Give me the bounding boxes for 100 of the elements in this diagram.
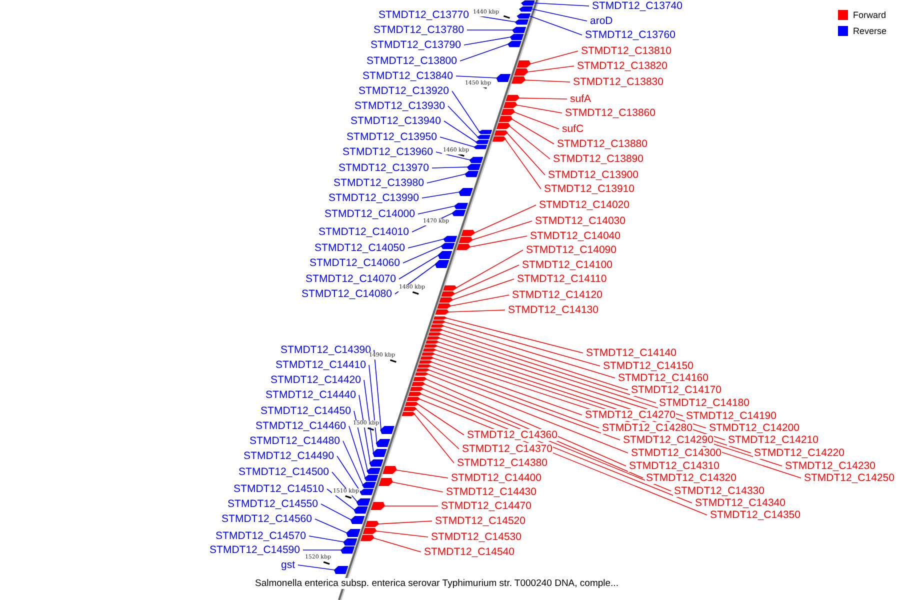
- leader-line: [374, 350, 382, 430]
- gene-block: [356, 498, 371, 506]
- gene-block: [422, 352, 436, 356]
- gene-block: [380, 426, 394, 434]
- leader-line: [442, 330, 628, 390]
- gene-block: [469, 156, 484, 164]
- gene-label: sufC: [561, 123, 585, 135]
- gene-block: [402, 412, 416, 416]
- gene-block: [418, 364, 432, 368]
- gene-block: [430, 328, 444, 332]
- leader-line: [402, 246, 442, 264]
- gene-block: [362, 482, 376, 488]
- gene-label: sufA: [569, 93, 592, 105]
- leader-line: [368, 364, 378, 444]
- gene-label: STMDT12_C14170: [630, 384, 722, 396]
- gene-label: STMDT12_C14180: [658, 397, 750, 409]
- gene-label: STMDT12_C14540: [423, 546, 516, 558]
- gene-block: [501, 108, 516, 116]
- gene-block: [365, 520, 380, 528]
- leader-line: [424, 384, 644, 478]
- gene-block: [435, 309, 450, 315]
- gene-block: [458, 236, 473, 244]
- gene-block: [474, 144, 488, 150]
- leader-line: [448, 106, 478, 138]
- gene-label: STMDT12_C14040: [529, 230, 622, 242]
- gene-block: [458, 188, 473, 196]
- gene-block: [428, 332, 442, 336]
- leader-line: [396, 470, 448, 478]
- gene-block: [366, 468, 381, 474]
- gene-block: [362, 528, 377, 534]
- gene-block: [370, 502, 386, 510]
- leader-line: [454, 264, 520, 294]
- leader-line: [430, 366, 600, 428]
- leader-line: [469, 236, 528, 248]
- gene-label: STMDT12_C14010: [318, 226, 410, 238]
- gene-block: [443, 285, 457, 291]
- gene-block: [476, 134, 490, 140]
- gene-label: STMDT12_C14200: [708, 422, 800, 434]
- leader-line: [444, 322, 600, 366]
- gene-label: STMDT12_C14070: [304, 273, 397, 285]
- leader-line: [342, 440, 364, 486]
- gene-block: [382, 466, 397, 474]
- gene-label: STMDT12_C14290: [622, 434, 714, 446]
- gene-label: STMDT12_C14530: [430, 531, 522, 543]
- gene-label: STMDT12_C13910: [543, 183, 636, 195]
- gene-block: [430, 324, 444, 328]
- leader-line: [529, 50, 578, 64]
- gene-label: STMDT12_C14500: [238, 466, 330, 478]
- leader-line: [408, 238, 445, 248]
- gene-label: STMDT12_C14490: [242, 450, 335, 462]
- gene-block: [360, 534, 374, 542]
- gene-label: STMDT12_C13970: [338, 162, 430, 174]
- leader-line: [446, 318, 584, 354]
- gene-label: STMDT12_C14330: [673, 485, 766, 497]
- gene-label: STMDT12_C13940: [350, 115, 442, 127]
- gene-label: STMDT12_C14350: [709, 509, 802, 521]
- leader-line: [514, 112, 560, 130]
- gene-label: STMDT12_C13760: [584, 29, 676, 41]
- leader-line: [511, 118, 554, 144]
- leader-line: [314, 518, 348, 534]
- gene-label: STMDT12_C13790: [370, 39, 462, 51]
- gene-block: [478, 130, 492, 134]
- gene-block: [432, 320, 446, 324]
- gene-block: [516, 60, 531, 68]
- leader-line: [418, 206, 456, 214]
- gene-block: [498, 116, 513, 122]
- gene-block: [507, 40, 522, 48]
- gene-block: [434, 316, 448, 320]
- gene-label: STMDT12_C14480: [248, 435, 341, 447]
- leader-line: [426, 174, 466, 184]
- leader-line: [414, 414, 454, 464]
- leader-line: [373, 538, 422, 552]
- gene-label: STMDT12_C13920: [358, 85, 450, 97]
- gene-block: [511, 76, 526, 84]
- gene-label: STMDT12_C13990: [328, 192, 420, 204]
- gene-block: [454, 202, 468, 210]
- gene-block: [443, 236, 458, 242]
- gene-label: STMDT12_C14190: [685, 410, 778, 422]
- gene-block: [496, 74, 511, 82]
- gene-block: [360, 488, 374, 496]
- leader-line: [348, 426, 366, 478]
- leader-line: [518, 98, 568, 100]
- leader-line: [436, 152, 471, 160]
- gene-block: [496, 122, 510, 130]
- gene-block: [350, 516, 365, 524]
- leader-line: [378, 520, 432, 524]
- leader-line: [452, 90, 480, 132]
- gene-label: STMDT12_C13960: [342, 146, 434, 158]
- gene-block: [440, 242, 455, 250]
- gene-block: [419, 360, 433, 364]
- gene-block: [354, 506, 368, 514]
- leader-line: [452, 278, 514, 300]
- leader-line: [432, 166, 468, 168]
- gene-label: STMDT12_C14390: [280, 344, 372, 356]
- leader-line: [375, 530, 428, 538]
- gene-block: [412, 382, 426, 386]
- leader-line: [326, 488, 356, 510]
- gene-label: STMDT12_C14360: [466, 429, 558, 441]
- gene-label: gst: [280, 559, 296, 571]
- gene-block: [514, 19, 529, 25]
